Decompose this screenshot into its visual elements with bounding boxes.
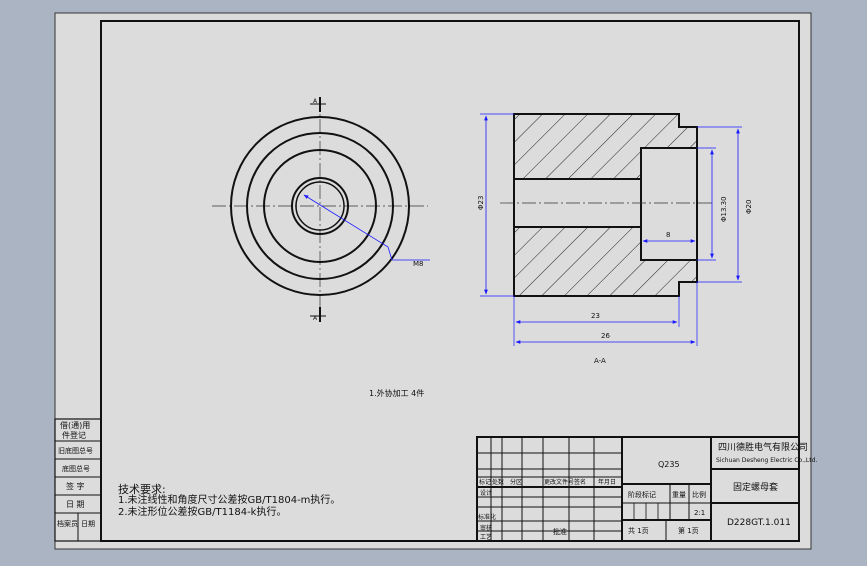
front-view: A A M8 <box>212 97 430 322</box>
rev-header-0: 标记 <box>479 478 491 486</box>
rev-header-3: 更改文件号 <box>544 478 574 486</box>
company-name-en: Sichuan Desheng Electric Co.,Ltd. <box>716 457 817 464</box>
dim-length-26: 26 <box>601 332 610 340</box>
stage-mark-label: 阶段标记 <box>628 490 656 499</box>
section-view: Φ23 Φ13.30 Φ20 8 23 26 A-A <box>477 113 753 365</box>
sign-label-3: 工艺 <box>480 533 492 541</box>
dim-small-dia: Φ13.30 <box>720 196 728 222</box>
dim-large-dia: Φ20 <box>745 200 753 214</box>
dim-outer-dia: Φ23 <box>477 196 485 210</box>
tech-req-2: 2.未注形位公差按GB/T1184-k执行。 <box>118 505 286 518</box>
approve-label: 批准 <box>553 527 567 536</box>
rev-header-4: 签名 <box>574 478 586 486</box>
rev-header-1: 处数 <box>492 478 504 486</box>
side-label-6: 档案员 <box>57 519 78 528</box>
sign-label-2: 审核 <box>480 524 492 532</box>
sheet-total: 共 1页 <box>628 526 649 535</box>
scale-label: 比例 <box>692 490 706 499</box>
side-label-5: 日 期 <box>66 500 85 509</box>
side-label-4: 签 字 <box>66 481 85 491</box>
tech-req-1: 1.未注线性和角度尺寸公差按GB/T1804-m执行。 <box>118 493 340 506</box>
side-label-7: 日期 <box>81 520 95 528</box>
cut-label-top: A <box>313 98 318 105</box>
side-label-1: 件登记 <box>62 430 86 440</box>
side-stamp-table: 借(通)用 件登记 旧底图总号 底图总号 签 字 日 期 档案员 日期 <box>54 418 102 542</box>
quantity-note: 1.外协加工 4件 <box>369 388 424 398</box>
side-label-0: 借(通)用 <box>60 420 90 430</box>
dim-length-23: 23 <box>591 312 600 320</box>
rev-header-5: 年月日 <box>598 478 616 486</box>
sheet-number: 第 1页 <box>678 526 699 535</box>
sign-label-0: 设计 <box>480 489 492 497</box>
side-label-3: 底图总号 <box>62 464 90 473</box>
part-name: 固定螺母套 <box>733 481 778 493</box>
thread-callout: M8 <box>413 260 424 268</box>
title-block: 标记 处数 分区 更改文件号 签名 年月日 设计 标准化 审核 工艺 批准 Q2… <box>476 436 817 542</box>
rev-header-2: 分区 <box>510 478 522 486</box>
material: Q235 <box>658 460 680 469</box>
dim-bore-depth: 8 <box>666 231 670 239</box>
tech-req-title: 技术要求: <box>118 483 166 496</box>
company-name-cn: 四川德胜电气有限公司 <box>718 441 808 453</box>
side-label-2: 旧底图总号 <box>58 446 93 455</box>
drawing-number: D228GT.1.011 <box>727 518 791 528</box>
weight-label: 重量 <box>672 491 686 499</box>
section-title: A-A <box>594 357 606 365</box>
scale-value: 2:1 <box>694 509 705 517</box>
cut-label-bottom: A <box>313 315 318 322</box>
sign-label-1: 标准化 <box>478 513 496 521</box>
